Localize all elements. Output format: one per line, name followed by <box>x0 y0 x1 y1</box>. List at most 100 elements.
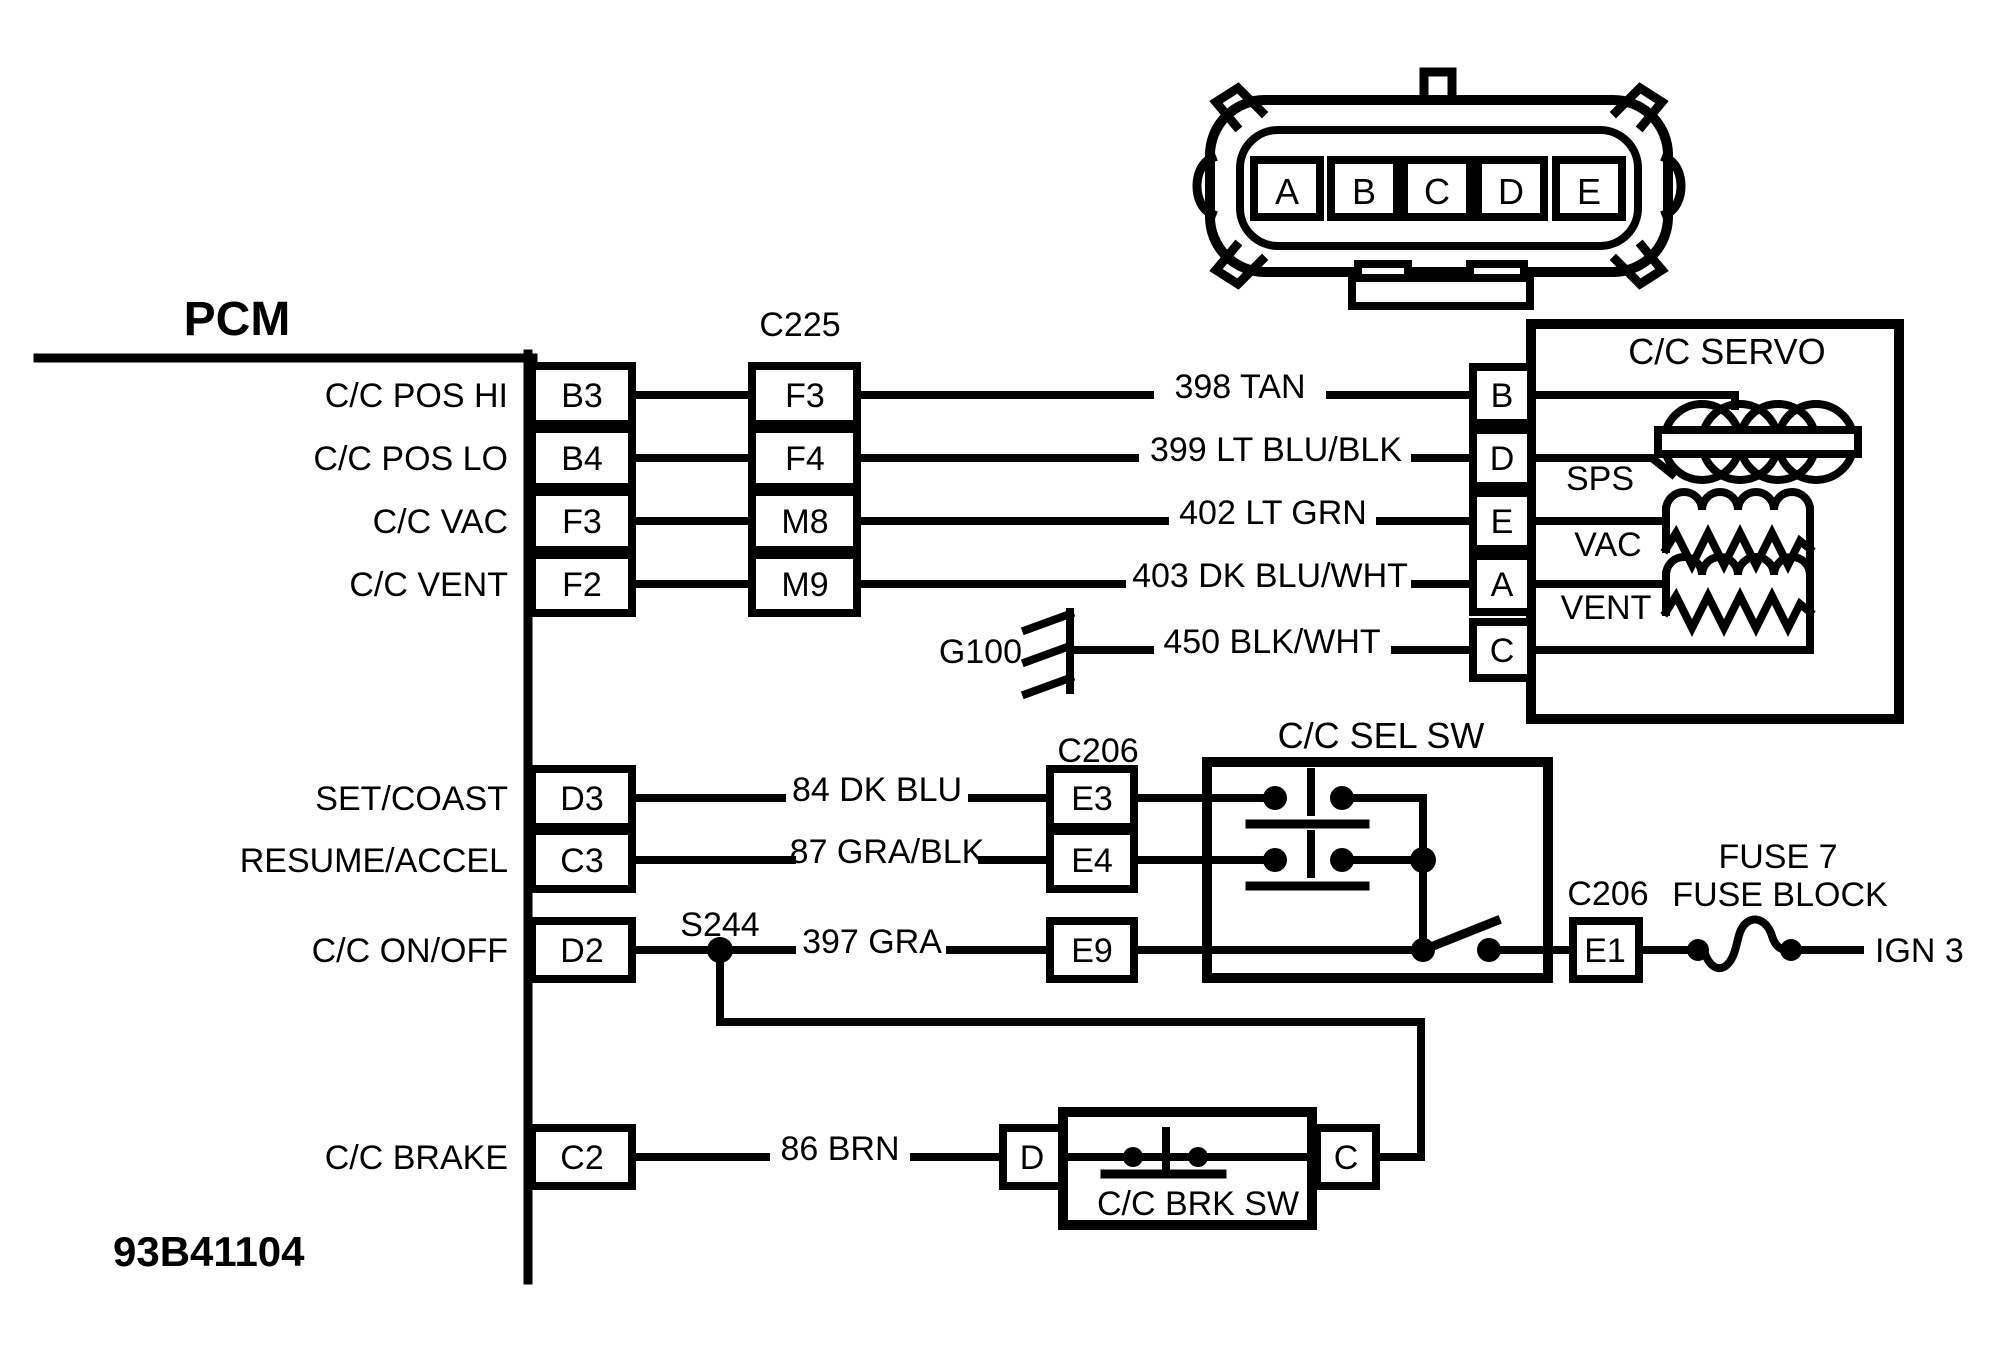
sel-sw-block: C/C SEL SW <box>1130 715 1577 983</box>
sw2-contact-left <box>1263 848 1287 872</box>
connector-lug-bottom-left <box>1209 239 1269 290</box>
pcm-title: PCM <box>184 293 291 346</box>
coil-core-bar <box>1654 426 1862 458</box>
connector-c225: C225 F3 F4 M8 M9 <box>628 306 861 617</box>
wire-label-86-brn: 86 BRN <box>780 1130 899 1168</box>
wire-label-399-lt-blu-blk: 399 LT BLU/BLK <box>1150 431 1402 469</box>
vent-solenoid <box>1660 553 1816 637</box>
sel-sw-junction-dot <box>1410 847 1436 873</box>
brk-sw-pin-d: D <box>1020 1139 1045 1177</box>
onoff-blade <box>1417 915 1502 956</box>
top-connector-graphic: A B C D E <box>1192 67 1686 310</box>
fuse-dot-right <box>1780 939 1802 961</box>
splice-s244-label: S244 <box>680 906 759 944</box>
terminal-letter-b: B <box>1352 171 1376 212</box>
connector-lug-mid-right <box>1660 152 1686 220</box>
on-off-switch <box>1411 915 1502 962</box>
fuse-symbol <box>1687 915 1802 972</box>
c206-pin-e9: E9 <box>1071 932 1113 970</box>
brk-switch-symbol <box>1100 1127 1227 1179</box>
brk-sw-outline <box>1058 1107 1317 1230</box>
terminal-box-B <box>1327 156 1401 221</box>
brk-contact-right <box>1188 1147 1208 1167</box>
wire-label-402-lt-grn: 402 LT GRN <box>1179 494 1367 532</box>
ground-label: G100 <box>939 633 1022 671</box>
pcm-pin-label-vac: C/C VAC <box>373 503 508 541</box>
wire-label-450-blk-wht: 450 BLK/WHT <box>1163 623 1380 661</box>
s244-route <box>716 946 1425 1161</box>
terminal-letter-c: C <box>1424 171 1450 212</box>
terminal-box-A <box>1250 156 1324 221</box>
vent-inductor <box>1661 553 1815 580</box>
pcm-pin-label-brake: C/C BRAKE <box>325 1139 508 1177</box>
fuse-name-line2: FUSE BLOCK <box>1672 876 1888 914</box>
servo-wire-d-to-coil <box>1527 454 1678 480</box>
brk-sw-title: C/C BRK SW <box>1097 1185 1299 1223</box>
connector-lug-top-left <box>1209 82 1269 133</box>
vac-label: VAC <box>1574 526 1641 564</box>
wire-s244-to-brk-c <box>716 946 1425 1161</box>
ground-hatch-2 <box>1020 640 1076 668</box>
servo-pin-d: D <box>1490 440 1515 478</box>
diagram-id: 93B41104 <box>113 1228 305 1275</box>
connector-lug-top-right <box>1609 82 1669 133</box>
pcm-pin-label-resume-accel: RESUME/ACCEL <box>240 842 508 880</box>
c225-pin-m9: M9 <box>781 566 828 604</box>
c225-label: C225 <box>759 306 840 344</box>
pcm-pin-id-f3: F3 <box>562 503 602 541</box>
pcm-pin-label-on-off: C/C ON/OFF <box>312 932 508 970</box>
c225-pin-m8: M8 <box>781 503 828 541</box>
pcm-pin-id-d2: D2 <box>560 932 603 970</box>
terminal-letter-e: E <box>1577 171 1601 212</box>
c225-pin-f4: F4 <box>785 440 825 478</box>
pcm-pin-label-vent: C/C VENT <box>349 566 508 604</box>
c225-pin-box-f3 <box>748 362 861 428</box>
servo-pin-b: B <box>1491 377 1514 415</box>
c206-label: C206 <box>1057 732 1138 770</box>
servo-pin-e: E <box>1491 503 1514 541</box>
c206-pin-box-e9 <box>1046 917 1138 983</box>
servo-pin-c: C <box>1490 632 1515 670</box>
pcm-pin-box-c2 <box>528 1124 636 1190</box>
sw1-contact-left <box>1263 786 1287 810</box>
fuse-section: C206 FUSE 7 FUSE BLOCK E1 IGN 3 <box>1567 838 1964 983</box>
sps-label: SPS <box>1566 460 1634 498</box>
servo-pin-box-d <box>1469 426 1535 490</box>
pcm-pin-id-c3: C3 <box>560 842 603 880</box>
terminal-box-D <box>1474 156 1548 221</box>
c206-pin-e1: E1 <box>1584 932 1626 970</box>
servo-block: C/C SERVO B D E A C SPS VAC <box>1469 319 1904 724</box>
connector-top-tab <box>1419 67 1457 105</box>
sel-sw-title: C/C SEL SW <box>1278 715 1485 756</box>
brk-sw-pin-c: C <box>1334 1139 1359 1177</box>
pcm-pin-label-pos-lo: C/C POS LO <box>313 440 508 478</box>
pcm-pin-label-pos-hi: C/C POS HI <box>325 377 508 415</box>
pcm-pin-id-c2: C2 <box>560 1139 603 1177</box>
resume-accel-switch <box>1245 830 1370 891</box>
ground-hatch-3 <box>1020 672 1076 700</box>
c206-pin-box-e1 <box>1569 917 1643 983</box>
terminal-letter-a: A <box>1275 171 1299 212</box>
terminal-box-E <box>1552 156 1626 221</box>
sw1-contact-right <box>1330 786 1354 810</box>
wire-label-84-dk-blu: 84 DK BLU <box>792 771 962 809</box>
c225-pin-box-f4 <box>748 425 861 491</box>
terminal-box-C <box>1400 156 1474 221</box>
sps-coil <box>1654 400 1862 484</box>
fuse-name-line1: FUSE 7 <box>1718 838 1837 876</box>
ign3-label: IGN 3 <box>1875 932 1964 970</box>
brk-contact-left <box>1123 1147 1143 1167</box>
vent-resistor <box>1660 587 1816 637</box>
servo-title: C/C SERVO <box>1628 331 1825 372</box>
pcm-pin-box-f3 <box>528 488 636 554</box>
set-coast-switch <box>1245 768 1370 829</box>
wire-label-403-dk-blu-wht: 403 DK BLU/WHT <box>1132 557 1408 595</box>
servo-pin-a: A <box>1491 566 1514 604</box>
pcm-pin-id-b4: B4 <box>561 440 603 478</box>
switch-feed-wires: 84 DK BLU 87 GRA/BLK 397 GRA S244 <box>628 771 1054 963</box>
c225-pin-f3: F3 <box>785 377 825 415</box>
vac-inductor <box>1661 488 1815 515</box>
brake-switch-row: 86 BRN D C/C BRK SW C <box>628 1107 1380 1230</box>
connector-bottom-plate <box>1348 274 1534 310</box>
